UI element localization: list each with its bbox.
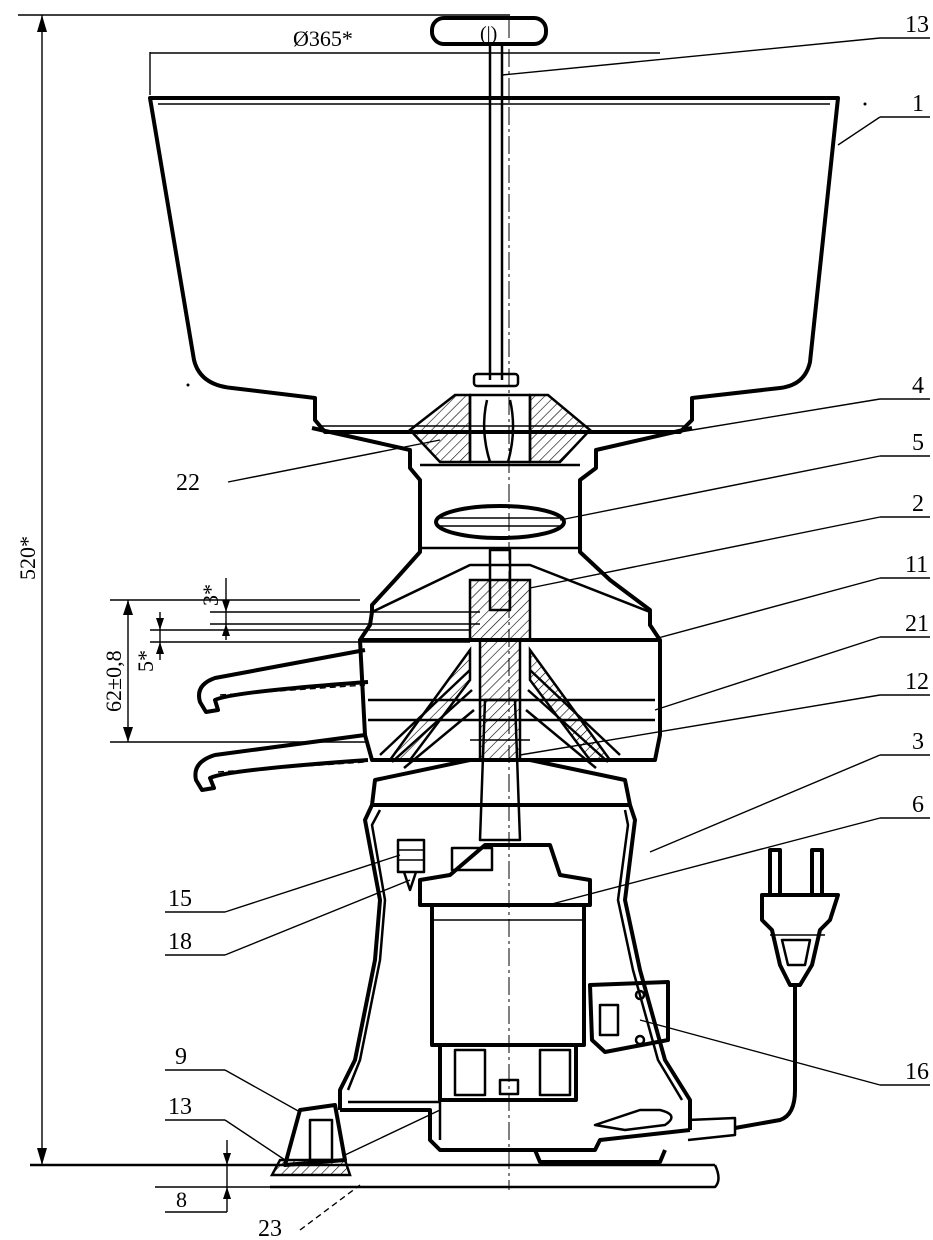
- callout-12: 12: [905, 669, 929, 695]
- callout-10: 13: [905, 12, 929, 38]
- dim-gap-mid: 5*: [133, 612, 470, 672]
- spout-lower: [193, 733, 369, 792]
- callout-18: 18: [168, 929, 192, 955]
- dim-spout-spacing: 62±0,8: [101, 599, 365, 743]
- dim-total-height: 520*: [15, 14, 510, 1165]
- float-valve: [408, 393, 592, 464]
- callout-16: 16: [905, 1059, 929, 1085]
- power-switch: [588, 980, 670, 1054]
- dim-text-gap-top: 3*: [198, 584, 223, 606]
- callout-labels: 13 1 4 5 2 11 21 12 3 6 16 22 15 18 9 13…: [168, 12, 929, 1240]
- electric-motor: [418, 843, 592, 1102]
- callout-4: 4: [912, 373, 924, 399]
- svg-text:(|): (|): [480, 23, 497, 45]
- spout-upper: [197, 648, 369, 714]
- dim-text-height: 520*: [15, 536, 40, 580]
- callout-23: 23: [258, 1216, 282, 1240]
- callout-15: 15: [168, 886, 192, 912]
- milk-bowl: [148, 96, 867, 434]
- callout-5: 5: [912, 430, 924, 456]
- callout-9: 9: [175, 1044, 187, 1070]
- dim-text-gap-mid: 5*: [133, 650, 158, 672]
- base-housing: [338, 804, 692, 1130]
- drum-assembly: [370, 578, 632, 842]
- callout-22: 22: [176, 470, 200, 496]
- callout-11: 11: [905, 552, 928, 578]
- callout-6: 6: [912, 792, 924, 818]
- callout-1: 1: [912, 91, 924, 117]
- power-cord-plug: [687, 848, 840, 1142]
- callout-13: 13: [168, 1094, 192, 1120]
- leader-lines: [165, 37, 930, 1231]
- dim-text-diameter: Ø365*: [293, 26, 353, 51]
- dim-base-height: 8: [165, 1140, 231, 1213]
- callout-3: 3: [912, 729, 924, 755]
- callout-21: 21: [905, 611, 929, 637]
- dim-text-base: 8: [176, 1187, 187, 1212]
- dim-bowl-diameter: Ø365*: [149, 26, 660, 95]
- callout-2: 2: [912, 491, 924, 517]
- dim-text-spacing: 62±0,8: [101, 650, 126, 712]
- float-handle: (|): [430, 16, 548, 388]
